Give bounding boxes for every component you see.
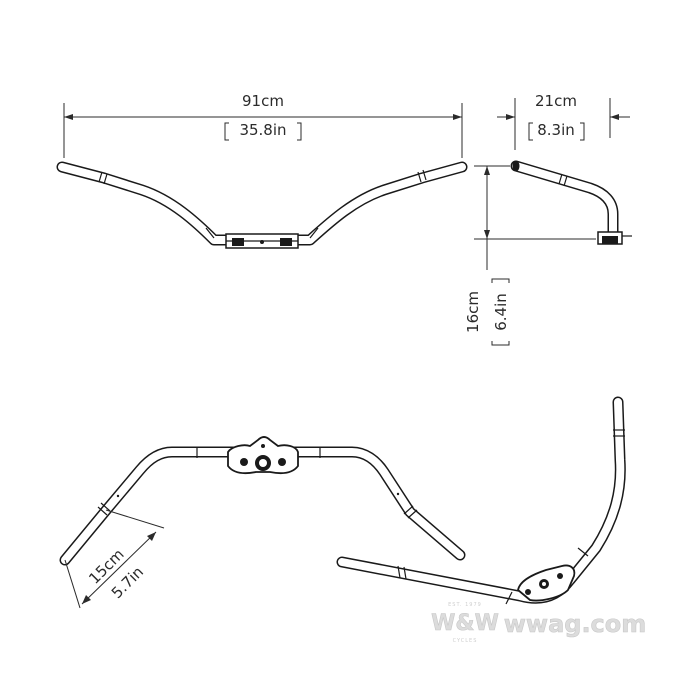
pullback-cm-label: 21cm xyxy=(535,92,577,110)
perspective-clamp xyxy=(227,436,299,474)
watermark-site: wwag.com xyxy=(504,610,647,638)
watermark-est: EST. 1979 xyxy=(448,602,482,608)
width-cm-label: 91cm xyxy=(242,92,284,110)
width-in-label: 35.8in xyxy=(239,121,286,139)
pullback-dimension: 21cm 8.3in xyxy=(497,92,630,150)
width-dimension: 91cm 35.8in xyxy=(63,92,463,158)
watermark-tag: CYCLES xyxy=(453,638,478,644)
pullback-in-label: 8.3in xyxy=(537,121,575,139)
side-view: 21cm 8.3in 16cm 6.4in xyxy=(464,92,632,346)
front-view: 91cm 35.8in xyxy=(56,92,468,249)
side-handlebar xyxy=(510,160,632,245)
rise-cm-label: 16cm xyxy=(464,291,482,333)
wwag-watermark: EST. 1979 W&W CYCLES wwag.com xyxy=(431,602,647,644)
perspective-side-view xyxy=(336,396,626,605)
watermark-logo: W&W xyxy=(431,611,499,636)
grip-dimension: 15cm 5.7in xyxy=(64,509,165,609)
perspective-front-view: 15cm 5.7in xyxy=(59,436,466,609)
rise-dimension: 16cm 6.4in xyxy=(464,165,596,346)
front-handlebar xyxy=(56,161,468,249)
rise-in-label: 6.4in xyxy=(492,293,510,331)
perspective-side-clamp xyxy=(505,564,576,605)
